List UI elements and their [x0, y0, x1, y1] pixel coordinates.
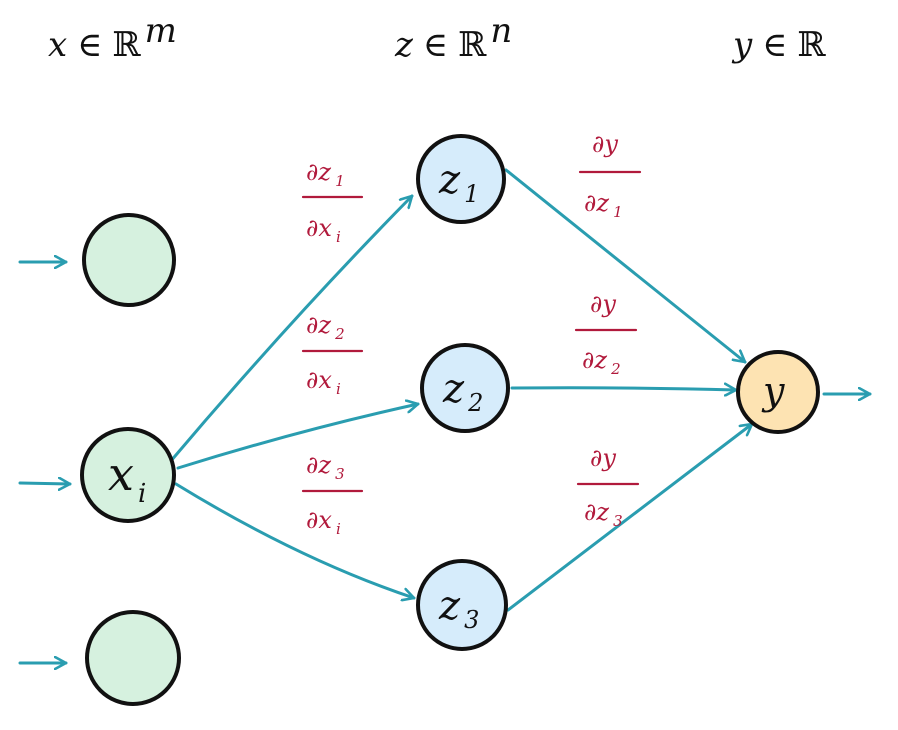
- derivative-dz2-dxi: ∂z 2 ∂x i: [301, 311, 364, 398]
- derivative-dy-dz2: ∂y ∂z 2: [574, 290, 638, 378]
- derivative-dy-dz1: ∂y ∂z 1: [578, 130, 642, 221]
- svg-text:∂x i: ∂x i: [306, 366, 341, 398]
- svg-text:∂y: ∂y: [590, 290, 616, 318]
- hidden-node-z2: z 2: [420, 343, 510, 433]
- input-node-top: [82, 213, 176, 307]
- svg-text:∂x i: ∂x i: [306, 214, 341, 246]
- svg-text:y ∈ ℝ: y ∈ ℝ: [731, 25, 826, 65]
- edge-z1-to-y: [504, 168, 747, 364]
- edge-xi-to-z3: [174, 482, 416, 598]
- svg-text:z ∈ ℝ n: z ∈ ℝ n: [394, 11, 512, 65]
- svg-text:∂z 1: ∂z 1: [306, 158, 345, 190]
- svg-text:x ∈ ℝ m: x ∈ ℝ m: [48, 11, 177, 65]
- svg-text:z 2: z 2: [442, 366, 483, 417]
- input-arrow-xi: [18, 483, 72, 484]
- header-output-space: y ∈ ℝ: [731, 25, 826, 65]
- edge-z2-to-y: [510, 388, 738, 390]
- svg-text:x i: x i: [108, 447, 146, 509]
- svg-text:∂z 3: ∂z 3: [584, 498, 623, 530]
- derivative-dz3-dxi: ∂z 3 ∂x i: [301, 451, 364, 538]
- input-node-xi: x i: [80, 427, 176, 523]
- svg-text:∂z 2: ∂z 2: [306, 311, 345, 343]
- header-input-space: x ∈ ℝ m: [48, 11, 177, 65]
- svg-text:z 1: z 1: [438, 157, 479, 208]
- svg-text:y: y: [761, 369, 785, 413]
- header-hidden-space: z ∈ ℝ n: [394, 11, 512, 65]
- svg-text:∂z 2: ∂z 2: [582, 346, 621, 378]
- output-node-y: y: [736, 350, 820, 434]
- svg-text:∂z 1: ∂z 1: [584, 189, 623, 221]
- svg-text:∂z 3: ∂z 3: [306, 451, 345, 483]
- edge-xi-to-z2: [176, 404, 420, 470]
- svg-text:∂y: ∂y: [592, 130, 618, 158]
- hidden-node-z3: z 3: [416, 559, 508, 651]
- edge-xi-to-z1: [168, 194, 414, 464]
- svg-text:∂y: ∂y: [590, 444, 616, 472]
- hidden-node-z1: z 1: [416, 134, 506, 224]
- derivative-dy-dz3: ∂y ∂z 3: [576, 444, 640, 530]
- svg-text:∂x i: ∂x i: [306, 506, 341, 538]
- svg-text:z 3: z 3: [438, 583, 479, 634]
- derivative-dz1-dxi: ∂z 1 ∂x i: [301, 158, 364, 246]
- edge-z3-to-y: [506, 422, 754, 612]
- input-node-bottom: [85, 610, 181, 706]
